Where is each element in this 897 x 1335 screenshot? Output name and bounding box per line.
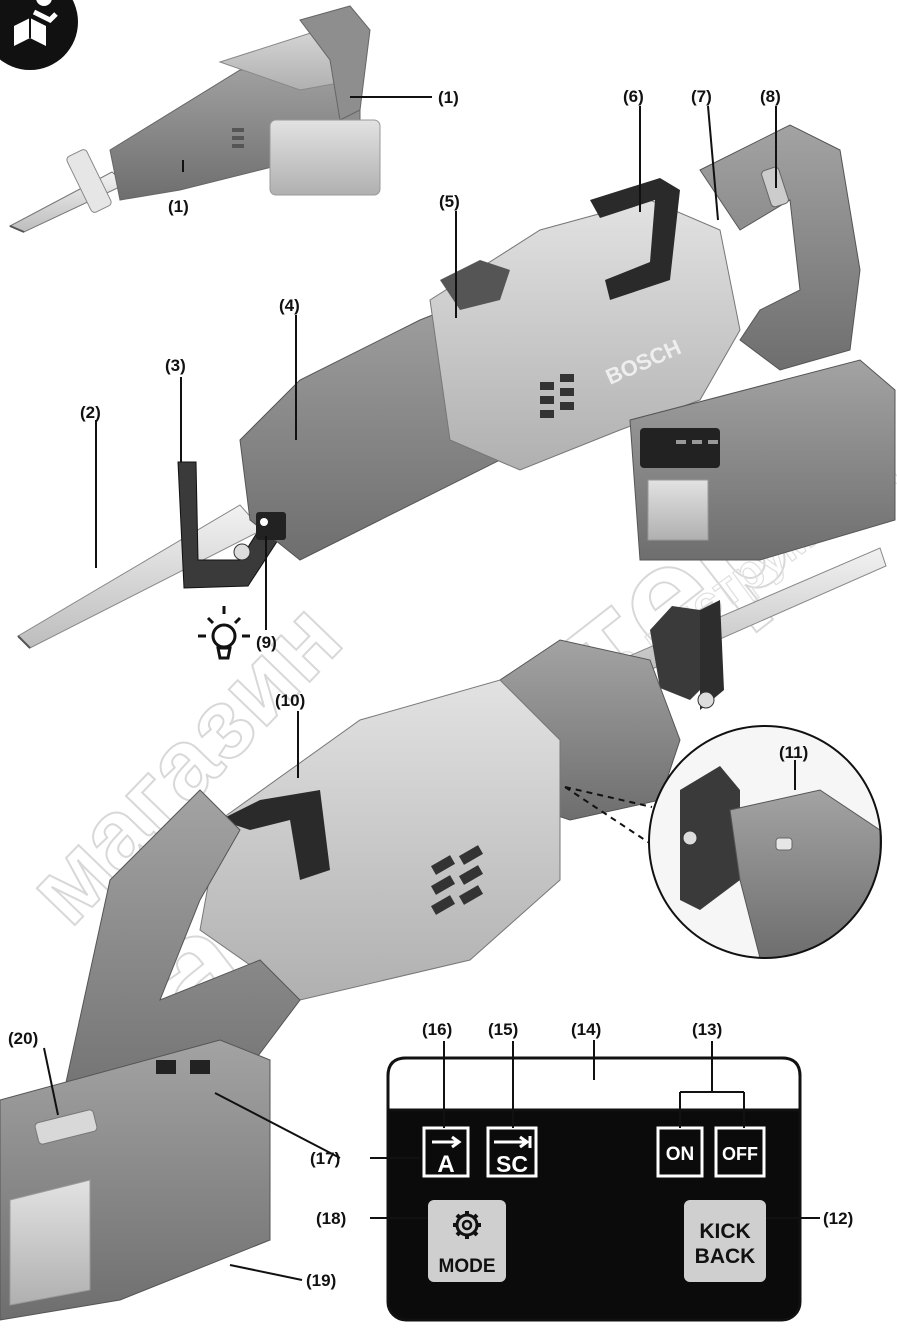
callout-13: (13) [692, 1020, 722, 1039]
callout-6: (6) [623, 87, 644, 106]
callouts: (1) (1) (2) (3) (4) (5) (6) (7) (8) (9) … [8, 87, 853, 1290]
bottom-saw [0, 547, 887, 1321]
auto-mode-button[interactable]: A [422, 1126, 470, 1178]
callout-9: (9) [256, 633, 277, 652]
light-symbol [198, 606, 250, 660]
overview-saw [8, 5, 381, 233]
kickback-label-line2: BACK [695, 1245, 756, 1268]
main-saw: BOSCH [17, 124, 896, 649]
callout-20: (20) [8, 1029, 38, 1048]
callout-4: (4) [279, 296, 300, 315]
off-label: OFF [722, 1144, 758, 1164]
kickback-label-line1: KICK [699, 1220, 750, 1243]
callout-3: (3) [165, 356, 186, 375]
callout-18: (18) [316, 1209, 346, 1228]
callout-8: (8) [760, 87, 781, 106]
callout-2: (2) [80, 403, 101, 422]
mode-button[interactable]: MODE [428, 1200, 506, 1282]
soft-cut-label: SC [496, 1151, 528, 1177]
callout-5: (5) [439, 192, 460, 211]
callout-1a: (1) [438, 88, 459, 107]
callout-19: (19) [306, 1271, 336, 1290]
callout-10: (10) [275, 691, 305, 710]
kickback-button[interactable]: KICK BACK [684, 1200, 766, 1282]
callout-11: (11) [779, 743, 808, 762]
callout-12: (12) [823, 1209, 853, 1228]
callout-15: (15) [488, 1020, 518, 1039]
mode-label: MODE [439, 1256, 496, 1277]
gear-icon [453, 1211, 481, 1239]
control-panel: A SC ON OFF [386, 1056, 802, 1322]
callout-1b: (1) [168, 197, 189, 216]
off-button[interactable]: OFF [714, 1126, 766, 1178]
leader-lines [43, 96, 820, 1281]
bottom-motor-housing [199, 679, 561, 1001]
callout-17: (17) [310, 1149, 340, 1168]
callout-16: (16) [422, 1020, 452, 1039]
callout-7: (7) [691, 87, 712, 106]
callout-14: (14) [571, 1020, 601, 1039]
carry-handle [590, 178, 680, 300]
on-label: ON [666, 1144, 695, 1165]
detail-magnifier [564, 725, 882, 959]
read-manual-icon [0, 0, 78, 70]
auto-mode-label: A [437, 1151, 454, 1178]
